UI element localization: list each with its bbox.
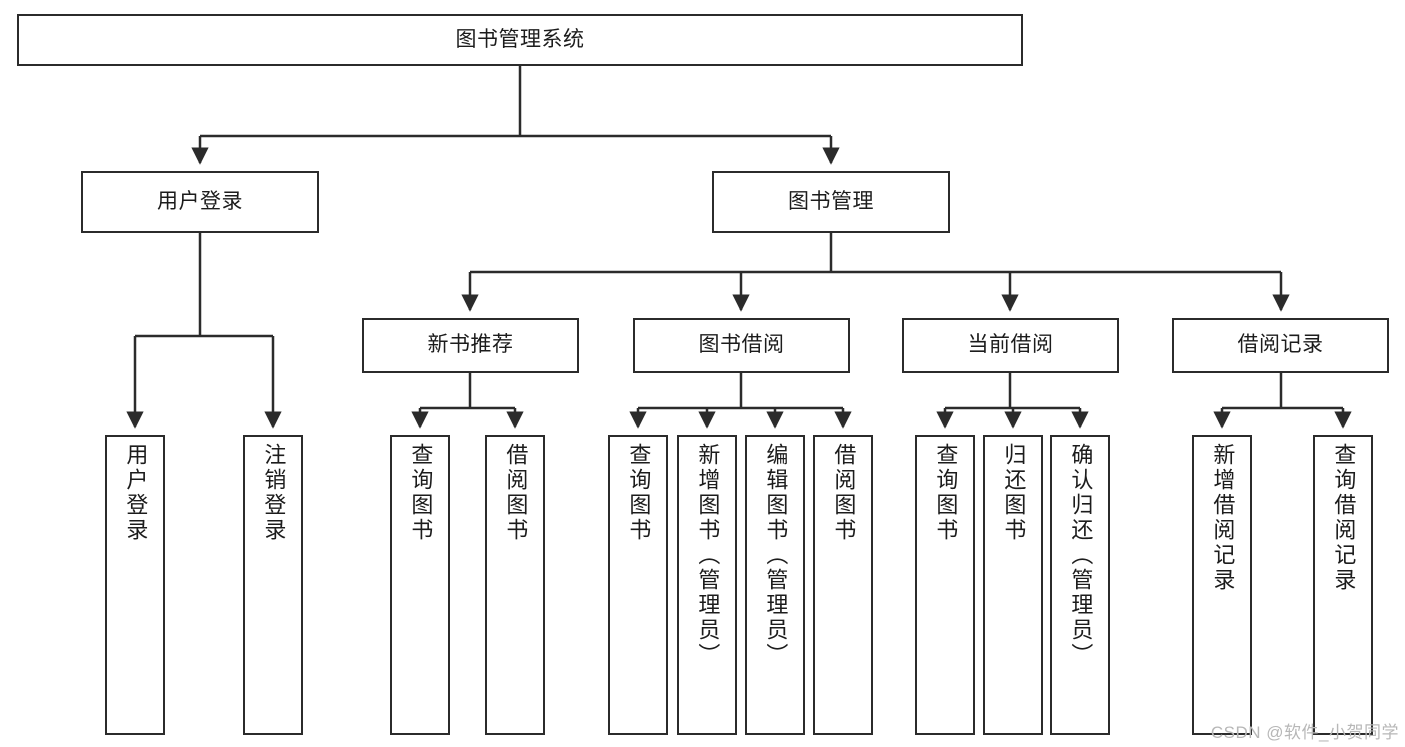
node-leaf-logout[interactable]: 注销登录 (243, 435, 303, 735)
node-current-borrow-label: 当前借阅 (967, 333, 1054, 357)
node-leaf-user-login-label: 用户登录 (123, 443, 149, 543)
node-current-borrow[interactable]: 当前借阅 (902, 318, 1119, 373)
node-book-management[interactable]: 图书管理 (712, 171, 950, 233)
node-leaf-confirm-return-label: 确认归还（管理员） (1068, 443, 1094, 668)
node-borrow-record-label: 借阅记录 (1237, 333, 1324, 357)
node-leaf-edit-book-label: 编辑图书（管理员） (763, 443, 789, 668)
node-book-management-label: 图书管理 (788, 189, 874, 213)
node-leaf-query-book-current-label: 查询图书 (933, 443, 959, 543)
watermark: CSDN @软件_小贺同学 (1210, 723, 1399, 742)
node-leaf-query-book-current[interactable]: 查询图书 (915, 435, 975, 735)
node-leaf-add-book-label: 新增图书（管理员） (695, 443, 721, 668)
node-leaf-query-book-borrow-label: 查询图书 (626, 443, 652, 543)
node-leaf-query-book-recommend[interactable]: 查询图书 (390, 435, 450, 735)
node-leaf-borrow-book[interactable]: 借阅图书 (813, 435, 873, 735)
node-leaf-add-borrow-record[interactable]: 新增借阅记录 (1192, 435, 1252, 735)
node-leaf-query-book-borrow[interactable]: 查询图书 (608, 435, 668, 735)
node-leaf-query-borrow-record[interactable]: 查询借阅记录 (1313, 435, 1373, 735)
node-leaf-return-book-label: 归还图书 (1001, 443, 1027, 543)
node-leaf-borrow-book-recommend-label: 借阅图书 (503, 443, 529, 543)
node-leaf-return-book[interactable]: 归还图书 (983, 435, 1043, 735)
node-leaf-borrow-book-label: 借阅图书 (831, 443, 857, 543)
node-book-borrow-label: 图书借阅 (698, 333, 785, 357)
node-leaf-user-login[interactable]: 用户登录 (105, 435, 165, 735)
node-book-borrow[interactable]: 图书借阅 (633, 318, 850, 373)
node-leaf-edit-book[interactable]: 编辑图书（管理员） (745, 435, 805, 735)
node-borrow-record[interactable]: 借阅记录 (1172, 318, 1389, 373)
node-leaf-logout-label: 注销登录 (261, 443, 287, 543)
node-root[interactable]: 图书管理系统 (17, 14, 1023, 66)
node-user-login[interactable]: 用户登录 (81, 171, 319, 233)
node-leaf-query-book-recommend-label: 查询图书 (408, 443, 434, 543)
node-leaf-query-borrow-record-label: 查询借阅记录 (1331, 443, 1357, 593)
node-user-login-label: 用户登录 (157, 189, 243, 213)
node-root-label: 图书管理系统 (455, 27, 585, 51)
node-leaf-add-book[interactable]: 新增图书（管理员） (677, 435, 737, 735)
node-leaf-borrow-book-recommend[interactable]: 借阅图书 (485, 435, 545, 735)
node-leaf-add-borrow-record-label: 新增借阅记录 (1210, 443, 1236, 593)
node-new-book-recommend[interactable]: 新书推荐 (362, 318, 579, 373)
node-leaf-confirm-return[interactable]: 确认归还（管理员） (1050, 435, 1110, 735)
node-new-book-recommend-label: 新书推荐 (427, 333, 514, 357)
